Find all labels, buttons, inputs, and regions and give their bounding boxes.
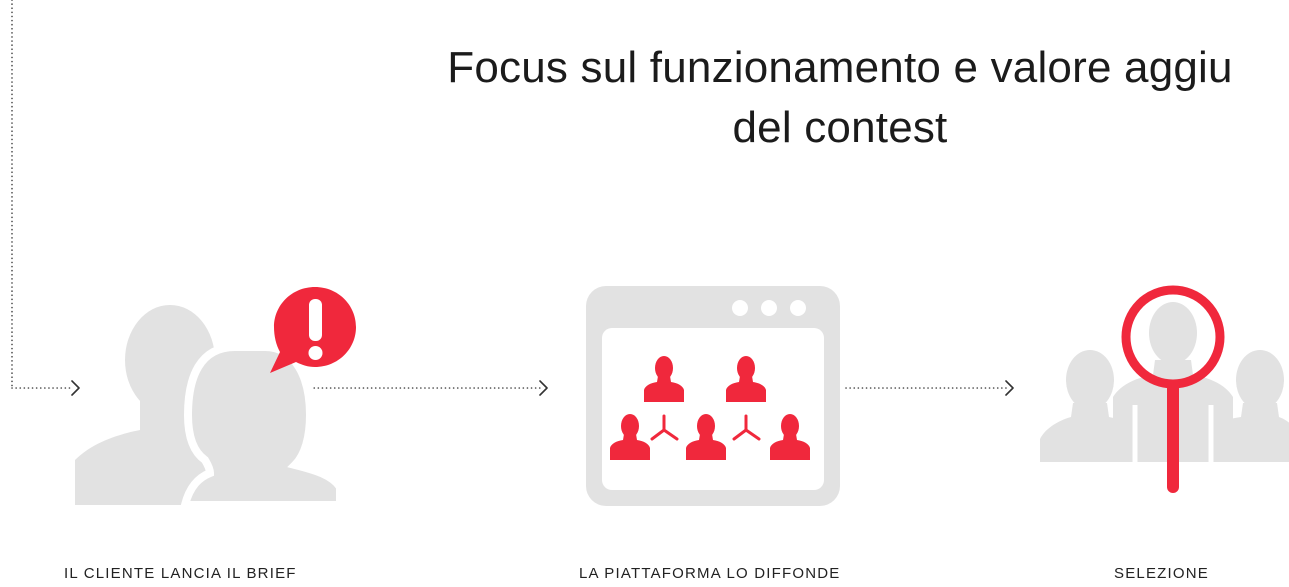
arrow-head-step3 [1005,380,1014,396]
title-line-2: del contest [732,103,948,152]
title-line-1: Focus sul funzionamento e valore aggiu [447,43,1233,92]
network-links [650,414,761,441]
alert-badge [270,287,356,373]
step-label-client: IL CLIENTE LANCIA IL BRIEF [64,565,297,582]
network-people [610,356,810,460]
arrow-head-step2 [539,380,548,396]
diagram-title: Focus sul funzionamento e valore aggiu d… [340,38,1289,158]
magnifier-selection-icon [1040,285,1289,493]
step-label-selection: SELEZIONE [1114,565,1209,582]
step-label-platform: LA PIATTAFORMA LO DIFFONDE [579,565,841,582]
platform-network-icon [586,286,840,506]
arrow-head-entry [71,380,80,396]
client-alert-icon [75,287,356,509]
magnifier [1121,285,1225,493]
